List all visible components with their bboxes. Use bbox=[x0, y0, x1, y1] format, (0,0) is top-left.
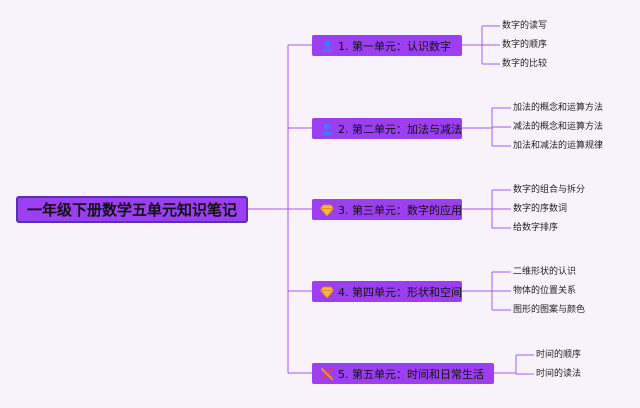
unit-label: 3. 第三单元：数字的应用 bbox=[338, 203, 462, 217]
topic-item[interactable]: 数字的读写 bbox=[502, 21, 548, 31]
unit-node-4[interactable]: 4. 第四单元：形状和空间 bbox=[312, 281, 462, 302]
topic-item[interactable]: 给数字排序 bbox=[513, 223, 559, 233]
topic-item[interactable]: 加法的概念和运算方法 bbox=[513, 103, 604, 113]
unit-label: 1. 第一单元：认识数字 bbox=[338, 39, 451, 53]
person-icon bbox=[320, 122, 334, 136]
topic-item[interactable]: 数字的顺序 bbox=[502, 40, 548, 50]
topic-item[interactable]: 时间的顺序 bbox=[536, 350, 582, 360]
diamond-icon bbox=[320, 203, 334, 217]
topic-item[interactable]: 减法的概念和运算方法 bbox=[513, 122, 604, 132]
tools-icon bbox=[320, 367, 334, 381]
topic-item[interactable]: 二维形状的认识 bbox=[513, 267, 577, 277]
unit-label: 5. 第五单元：时间和日常生活 bbox=[338, 367, 484, 381]
topic-item[interactable]: 数字的比较 bbox=[502, 59, 548, 69]
unit-label: 2. 第二单元：加法与减法 bbox=[338, 122, 462, 136]
unit-node-1[interactable]: 1. 第一单元：认识数字 bbox=[312, 35, 462, 56]
diamond-icon bbox=[320, 285, 334, 299]
unit-node-5[interactable]: 5. 第五单元：时间和日常生活 bbox=[312, 363, 494, 384]
topic-item[interactable]: 时间的读法 bbox=[536, 369, 582, 379]
central-topic[interactable]: 一年级下册数学五单元知识笔记 bbox=[16, 196, 248, 223]
unit-label: 4. 第四单元：形状和空间 bbox=[338, 285, 462, 299]
topic-item[interactable]: 数字的组合与拆分 bbox=[513, 185, 586, 195]
topic-item[interactable]: 数字的序数词 bbox=[513, 204, 568, 214]
person-icon bbox=[320, 39, 334, 53]
topic-item[interactable]: 图形的图案与颜色 bbox=[513, 305, 586, 315]
unit-node-2[interactable]: 2. 第二单元：加法与减法 bbox=[312, 118, 462, 139]
topic-item[interactable]: 加法和减法的运算规律 bbox=[513, 141, 604, 151]
topic-item[interactable]: 物体的位置关系 bbox=[513, 286, 577, 296]
unit-node-3[interactable]: 3. 第三单元：数字的应用 bbox=[312, 199, 462, 220]
